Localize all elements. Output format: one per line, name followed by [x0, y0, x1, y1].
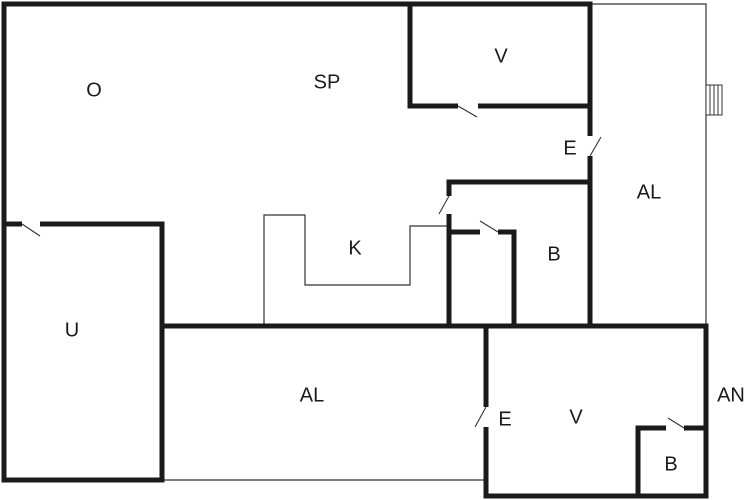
room-label-al-right: AL [637, 181, 661, 203]
room-label-an: AN [717, 384, 745, 406]
thin-outlines [162, 3, 707, 481]
door-e-bottom [474, 406, 490, 428]
room-label-v-bottom: V [569, 406, 583, 428]
doors [21, 102, 685, 432]
room-label-e-bottom: E [498, 408, 511, 430]
room-label-e-top: E [563, 137, 576, 159]
door-e-top [586, 136, 602, 157]
room-label-b-mid: B [547, 243, 560, 265]
room-labels: O SP V E AL K B U AL E V AN B [65, 45, 745, 475]
door-u [21, 220, 41, 237]
room-label-k: K [348, 237, 362, 259]
door-k [438, 195, 453, 215]
door-b-bottom [666, 417, 685, 432]
steps-icon [705, 84, 723, 116]
door-b-mid [479, 220, 499, 236]
room-label-v-top: V [494, 45, 508, 67]
walls [1, 1, 709, 499]
room-label-b-bottom: B [664, 453, 677, 475]
door-v-top [457, 102, 478, 118]
kitchen-counter [263, 214, 449, 326]
room-label-sp: SP [314, 71, 341, 93]
room-label-o: O [86, 79, 102, 101]
room-label-al-bottom: AL [300, 384, 324, 406]
room-label-u: U [65, 319, 79, 341]
